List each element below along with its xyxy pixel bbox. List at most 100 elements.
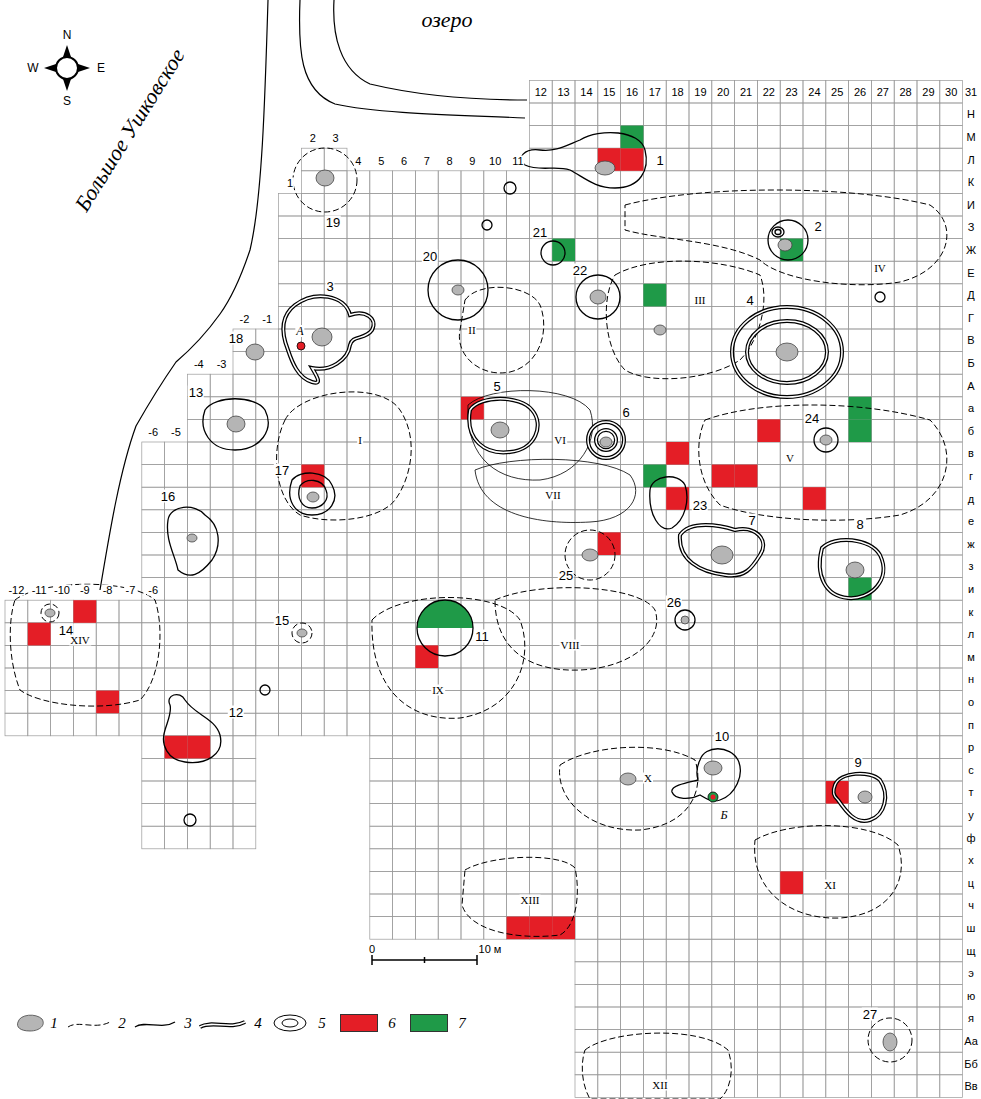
depression-outline bbox=[293, 148, 357, 212]
grid-cell bbox=[940, 849, 963, 872]
grid-cell bbox=[849, 261, 872, 284]
grid-cell bbox=[461, 216, 484, 239]
grid-cell bbox=[324, 465, 347, 488]
grid-cell bbox=[393, 623, 416, 646]
double-outline bbox=[588, 422, 624, 458]
compass-letter: N bbox=[62, 29, 73, 41]
grid-cell bbox=[940, 1052, 963, 1075]
grid-cell bbox=[917, 374, 940, 397]
grid-cell bbox=[370, 329, 393, 352]
grid-cell bbox=[780, 600, 803, 623]
grid-cell bbox=[552, 397, 575, 420]
grid-cell bbox=[393, 306, 416, 329]
grid-cell bbox=[689, 1052, 712, 1075]
grid-cell bbox=[461, 261, 484, 284]
grid-cell bbox=[119, 713, 142, 736]
grid-cell bbox=[461, 849, 484, 872]
grid-cell bbox=[279, 555, 302, 578]
grid-cell bbox=[96, 623, 119, 646]
grid-cell bbox=[940, 352, 963, 375]
point-marker: А bbox=[295, 325, 304, 337]
grid-cell bbox=[210, 623, 233, 646]
dwelling-outline bbox=[521, 133, 646, 188]
grid-cell bbox=[735, 736, 758, 759]
grid-cell bbox=[552, 713, 575, 736]
grid-cell bbox=[438, 216, 461, 239]
grid-cell bbox=[324, 419, 347, 442]
grid-cell bbox=[871, 171, 894, 194]
point-marker-dot bbox=[297, 342, 305, 350]
grid-cell bbox=[894, 487, 917, 510]
grid-cell bbox=[370, 216, 393, 239]
compass-rose bbox=[44, 45, 90, 91]
grid-cell bbox=[666, 306, 689, 329]
grid-cell bbox=[301, 148, 324, 171]
grid-cell bbox=[826, 668, 849, 691]
grid-cell bbox=[233, 510, 256, 533]
grid-cell bbox=[529, 465, 552, 488]
sample-square bbox=[187, 736, 210, 759]
grid-cell bbox=[643, 962, 666, 985]
grid-cell bbox=[142, 645, 165, 668]
grid-row-letter: т bbox=[967, 787, 974, 798]
grid-cell bbox=[712, 804, 735, 827]
grid-cell bbox=[780, 691, 803, 714]
scale-bar bbox=[371, 955, 373, 965]
grid-cell bbox=[735, 1030, 758, 1053]
grid-column-number: 27 bbox=[876, 86, 890, 97]
grid-cell bbox=[712, 623, 735, 646]
grid-column-number: 13 bbox=[556, 86, 570, 97]
double-outline bbox=[732, 307, 842, 397]
feature-number: 16 bbox=[160, 490, 176, 503]
grid-cell bbox=[415, 804, 438, 827]
grid-cell bbox=[621, 623, 644, 646]
grid-cell bbox=[757, 1075, 780, 1098]
grid-cell bbox=[940, 804, 963, 827]
grid-cell bbox=[438, 758, 461, 781]
grid-cell bbox=[666, 781, 689, 804]
grid-cell bbox=[940, 555, 963, 578]
grid-cell bbox=[826, 126, 849, 149]
grid-cell bbox=[757, 148, 780, 171]
grid-cell bbox=[210, 600, 233, 623]
grid-cell bbox=[894, 804, 917, 827]
grid-cell bbox=[917, 216, 940, 239]
grid-cell bbox=[324, 510, 347, 533]
grid-cell bbox=[894, 284, 917, 307]
grid-row-letter: к bbox=[968, 606, 975, 617]
grid-cell bbox=[233, 645, 256, 668]
double-outline bbox=[596, 430, 616, 450]
grid-cell bbox=[689, 442, 712, 465]
grid-cell bbox=[370, 917, 393, 940]
grid-cell bbox=[621, 939, 644, 962]
grid-cell bbox=[917, 962, 940, 985]
grid-column-number: 3 bbox=[332, 133, 340, 144]
grid-cell bbox=[598, 487, 621, 510]
double-outline bbox=[283, 296, 373, 382]
grid-cell bbox=[5, 668, 28, 691]
grid-cell bbox=[780, 871, 803, 894]
grid-cell bbox=[324, 645, 347, 668]
grid-cell bbox=[507, 419, 530, 442]
grid-cell bbox=[393, 781, 416, 804]
grid-cell bbox=[210, 442, 233, 465]
grid-cell bbox=[598, 781, 621, 804]
grid-cell bbox=[735, 374, 758, 397]
grid-cell bbox=[940, 442, 963, 465]
grid-cell bbox=[917, 645, 940, 668]
grid-cell bbox=[940, 645, 963, 668]
dwelling-outline bbox=[184, 814, 196, 826]
grid-cell bbox=[552, 758, 575, 781]
grid-cell bbox=[871, 917, 894, 940]
pit-bottom bbox=[491, 422, 509, 438]
grid-row-letter: Н bbox=[966, 109, 976, 120]
grid-cell bbox=[712, 306, 735, 329]
dwelling-outline bbox=[814, 428, 838, 452]
grid-cell bbox=[142, 578, 165, 601]
double-outline bbox=[820, 540, 884, 598]
grid-cell bbox=[780, 487, 803, 510]
grid-cell bbox=[849, 713, 872, 736]
grid-cell bbox=[415, 397, 438, 420]
grid-cell bbox=[826, 939, 849, 962]
grid-cell bbox=[575, 216, 598, 239]
